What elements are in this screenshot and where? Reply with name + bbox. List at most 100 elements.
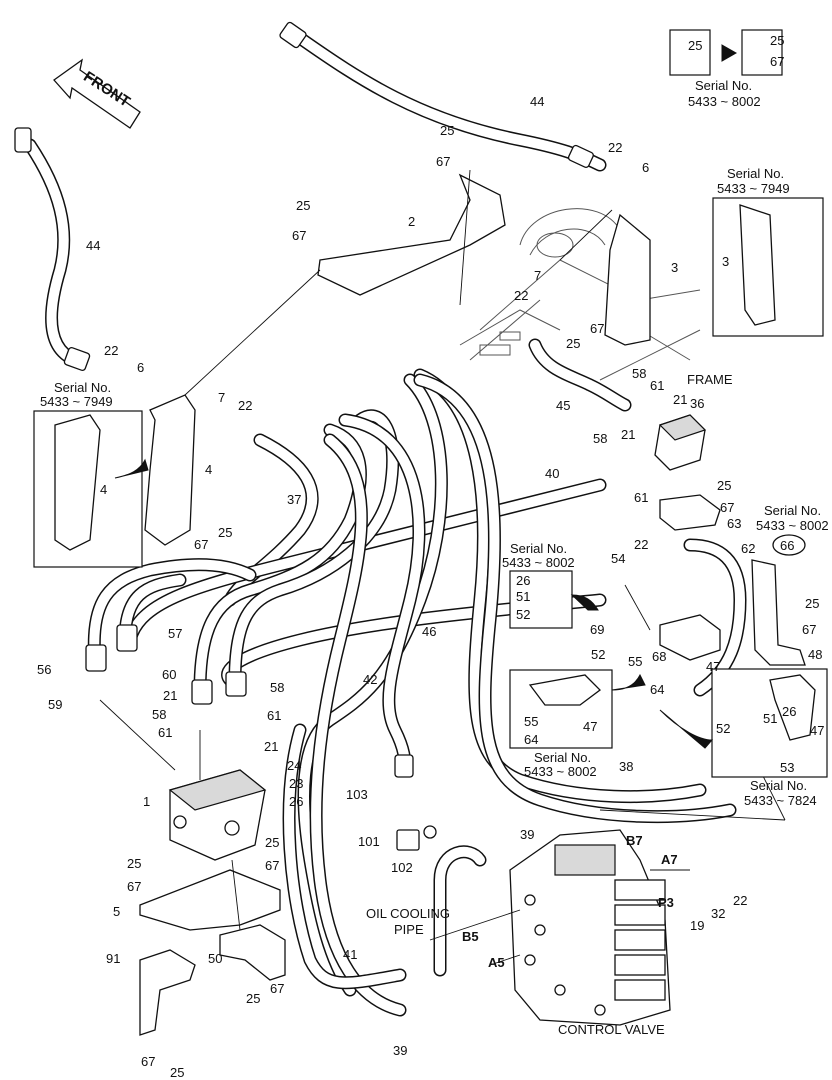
callout-54: 54 <box>611 551 625 566</box>
serial-box-left: Serial No. 5433 ~ 7949 4 <box>33 380 149 568</box>
callout-36: 36 <box>690 396 704 411</box>
serial-box-text: 26 <box>782 704 796 719</box>
serial-box-text: 25 <box>688 38 702 53</box>
callout-41: 41 <box>343 947 357 962</box>
callout-22: 22 <box>514 288 528 303</box>
callout-59: 59 <box>48 697 62 712</box>
callout-25: 25 <box>246 991 260 1006</box>
bracket-63 <box>659 494 721 531</box>
serial-box-text: 5433 ~ 7824 <box>744 793 817 808</box>
serial-box-text: 67 <box>802 622 816 637</box>
callout-21: 21 <box>163 688 177 703</box>
bracket-5 <box>139 869 281 931</box>
serial-box-middle: Serial No. 5433 ~ 8002 26 51 52 <box>502 541 599 629</box>
callout-25: 25 <box>566 336 580 351</box>
callout-50: 50 <box>208 951 222 966</box>
hose-37 <box>223 433 319 607</box>
callout-7: 7 <box>534 268 541 283</box>
serial-box-text: 5433 ~ 8002 <box>688 94 761 109</box>
callout-22: 22 <box>634 537 648 552</box>
serial-box-text: Serial No. <box>764 503 821 518</box>
serial-box-text: 66 <box>780 538 794 553</box>
hose-41 <box>282 723 407 990</box>
callout-67: 67 <box>127 879 141 894</box>
callout-57: 57 <box>168 626 182 641</box>
bracket-3 <box>604 213 651 346</box>
port-b5-label: B5 <box>462 929 479 944</box>
block-36 <box>654 414 707 471</box>
callout-25: 25 <box>218 525 232 540</box>
serial-box-text: Serial No. <box>727 166 784 181</box>
hose-38 <box>413 368 707 804</box>
callout-67: 67 <box>194 537 208 552</box>
block-1-manifold <box>168 769 267 861</box>
callout-25: 25 <box>127 856 141 871</box>
callout-25: 25 <box>265 835 279 850</box>
callout-91: 91 <box>106 951 120 966</box>
callout-55: 55 <box>628 654 642 669</box>
serial-box-right-middle: Serial No. 5433 ~ 8002 66 25 67 48 <box>756 503 829 662</box>
callout-25: 25 <box>296 198 310 213</box>
callout-102: 102 <box>391 860 413 875</box>
serial-box-text: Serial No. <box>510 541 567 556</box>
serial-box-text: 48 <box>808 647 822 662</box>
serial-box-lower-right: 52 51 26 47 53 Serial No. 5433 ~ 7824 <box>659 668 828 808</box>
callout-47: 47 <box>706 659 720 674</box>
control-valve <box>509 829 671 1026</box>
callout-40: 40 <box>545 466 559 481</box>
callout-45: 45 <box>556 398 570 413</box>
bracket-48 <box>751 559 806 666</box>
bracket-47 <box>659 614 721 661</box>
bracket-4 <box>144 394 196 546</box>
callout-25: 25 <box>717 478 731 493</box>
callout-42: 42 <box>363 672 377 687</box>
callout-67: 67 <box>292 228 306 243</box>
callout-22: 22 <box>238 398 252 413</box>
serial-box-right-top: Serial No. 5433 ~ 7949 3 <box>712 166 824 337</box>
callout-26: 26 <box>289 794 303 809</box>
serial-box-text: Serial No. <box>750 778 807 793</box>
serial-box-text: 5433 ~ 7949 <box>717 181 790 196</box>
callout-32: 32 <box>711 906 725 921</box>
serial-box-text: 47 <box>810 723 824 738</box>
serial-box-text: 5433 ~ 8002 <box>524 764 597 779</box>
callout-58: 58 <box>152 707 166 722</box>
callout-21: 21 <box>673 392 687 407</box>
callout-6: 6 <box>137 360 144 375</box>
callout-62: 62 <box>741 541 755 556</box>
callout-6: 6 <box>642 160 649 175</box>
serial-box-text: 55 <box>524 714 538 729</box>
callout-61: 61 <box>158 725 172 740</box>
hose-44-left <box>14 127 91 372</box>
callout-69: 69 <box>590 622 604 637</box>
callout-24: 24 <box>287 758 301 773</box>
control-valve-label: CONTROL VALVE <box>558 1022 665 1037</box>
callout-5: 5 <box>113 904 120 919</box>
serial-box-text: Serial No. <box>534 750 591 765</box>
callout-23: 23 <box>289 776 303 791</box>
callout-21: 21 <box>621 427 635 442</box>
callout-68: 68 <box>652 649 666 664</box>
callout-58: 58 <box>270 680 284 695</box>
callout-21: 21 <box>264 739 278 754</box>
callout-22: 22 <box>608 140 622 155</box>
callout-67: 67 <box>590 321 604 336</box>
port-a5-label: A5 <box>488 955 505 970</box>
fitting-101 <box>396 825 437 851</box>
machine-frame-outline <box>459 208 701 381</box>
callout-39: 39 <box>520 827 534 842</box>
callout-46: 46 <box>422 624 436 639</box>
hose-40 <box>123 478 607 647</box>
callout-25: 25 <box>440 123 454 138</box>
callout-67: 67 <box>265 858 279 873</box>
callout-38: 38 <box>619 759 633 774</box>
bracket-50 <box>219 924 286 981</box>
callout-4: 4 <box>205 462 212 477</box>
serial-box-text: 5433 ~ 8002 <box>502 555 575 570</box>
oil-cooling-pipe <box>433 845 487 977</box>
hose-39 <box>309 373 737 1017</box>
serial-box-text: 51 <box>763 711 777 726</box>
callout-3: 3 <box>671 260 678 275</box>
serial-box-text: 52 <box>716 721 730 736</box>
bracket-91 <box>139 949 196 1036</box>
